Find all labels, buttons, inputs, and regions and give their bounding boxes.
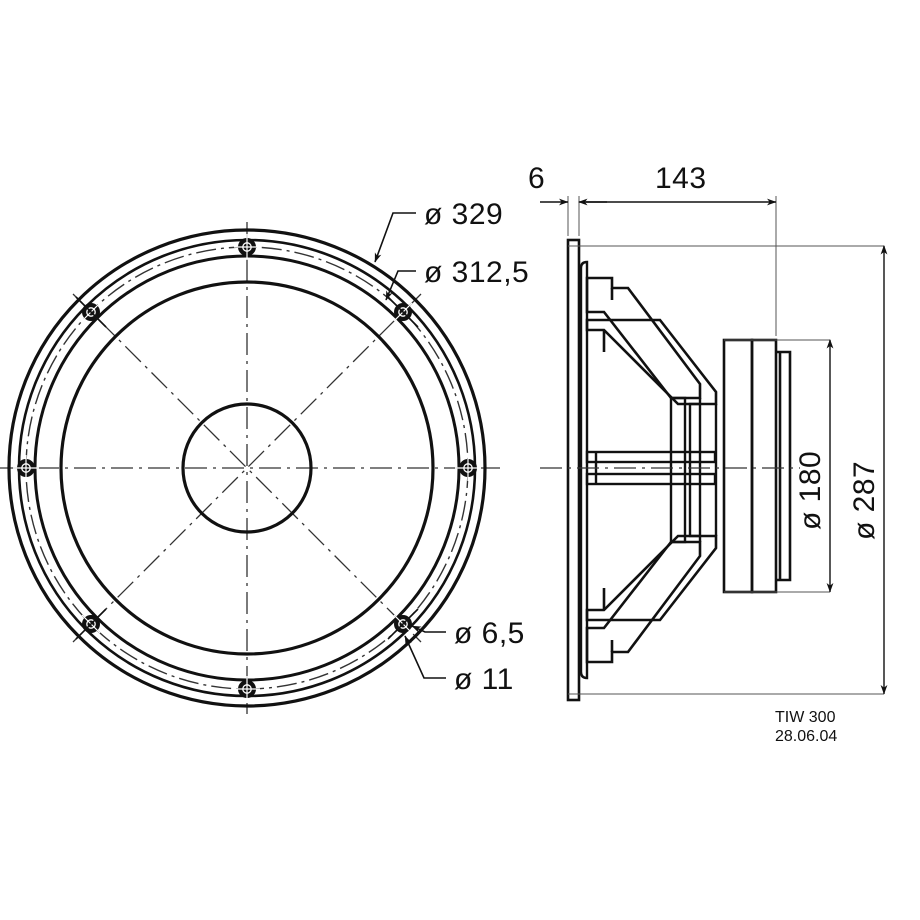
label-outer-diameter: ø 329 (424, 198, 503, 231)
centerline-diagonal-1 (72, 293, 422, 643)
bolt-hole (13, 455, 39, 481)
label-counterbore-diameter: ø 11 (454, 663, 514, 696)
spider-suspension (585, 450, 717, 486)
title-block-model: TIW 300 (775, 709, 836, 726)
label-flange-thickness: 6 (528, 162, 545, 195)
section-view-dimensions: 6 143 ø 180 ø 287 (528, 162, 888, 695)
leader-counterbore-diameter (404, 635, 446, 679)
label-bolt-circle-diameter: ø 312,5 (424, 256, 529, 289)
cone-outer-circle (59, 280, 435, 656)
bolt-hole (234, 234, 260, 260)
label-depth: 143 (655, 162, 707, 195)
label-basket-diameter: ø 287 (848, 461, 881, 540)
bolt-hole (234, 676, 260, 702)
dust-cap-circle (181, 402, 313, 534)
label-magnet-diameter: ø 180 (794, 451, 827, 530)
leader-bolt-hole-diameter (411, 625, 446, 633)
label-bolt-hole-diameter: ø 6,5 (454, 617, 525, 650)
front-view-centerlines (0, 222, 500, 714)
mounting-flange (566, 238, 589, 702)
front-view-annotations: ø 329 ø 312,5 ø 6,5 ø 11 (374, 198, 529, 696)
leader-outer-diameter (374, 212, 416, 263)
section-view (540, 238, 800, 702)
bolt-hole-tick-marks (75, 296, 419, 640)
voice-coil-former (669, 396, 718, 544)
title-block-date: 28.06.04 (775, 728, 837, 745)
outer-rim-circle (7, 228, 487, 708)
centerline-diagonal-2 (72, 293, 422, 643)
leader-bolt-circle-diameter (385, 270, 416, 301)
extension-lines (567, 196, 884, 695)
bolt-hole (455, 455, 481, 481)
title-block: TIW 300 28.06.04 (775, 709, 837, 745)
front-view (0, 222, 500, 714)
